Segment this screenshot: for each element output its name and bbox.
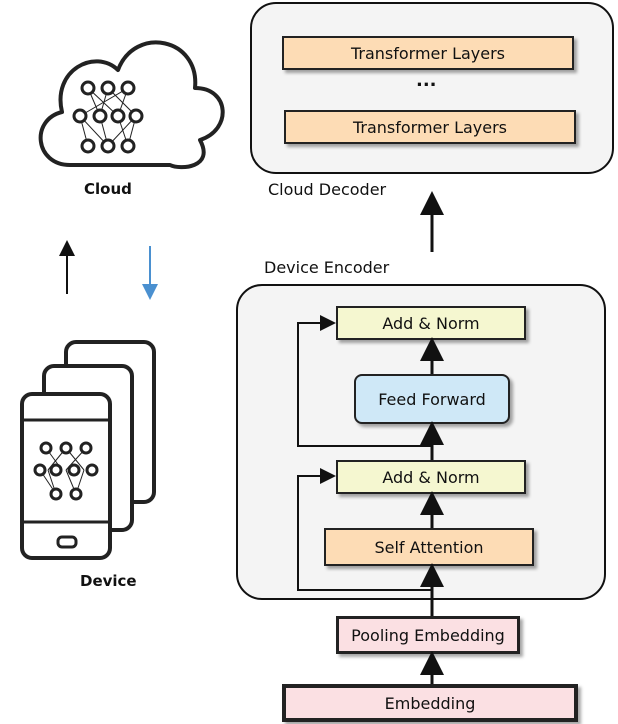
residual-arrow-top bbox=[297, 315, 432, 447]
device-encoder-label: Device Encoder bbox=[264, 258, 390, 277]
cloud-decoder-container bbox=[250, 2, 614, 174]
cloud-decoder-label: Cloud Decoder bbox=[268, 180, 387, 199]
layers-ellipsis: ... bbox=[416, 70, 437, 91]
transformer-layers-top: Transformer Layers bbox=[282, 36, 574, 70]
cloud-label: Cloud bbox=[84, 180, 132, 198]
self-attention-box: Self Attention bbox=[324, 528, 534, 566]
embedding-box: Embedding bbox=[282, 684, 578, 722]
device-label: Device bbox=[80, 572, 137, 590]
transformer-layers-bottom: Transformer Layers bbox=[284, 110, 576, 144]
residual-arrow-bottom bbox=[297, 468, 432, 591]
